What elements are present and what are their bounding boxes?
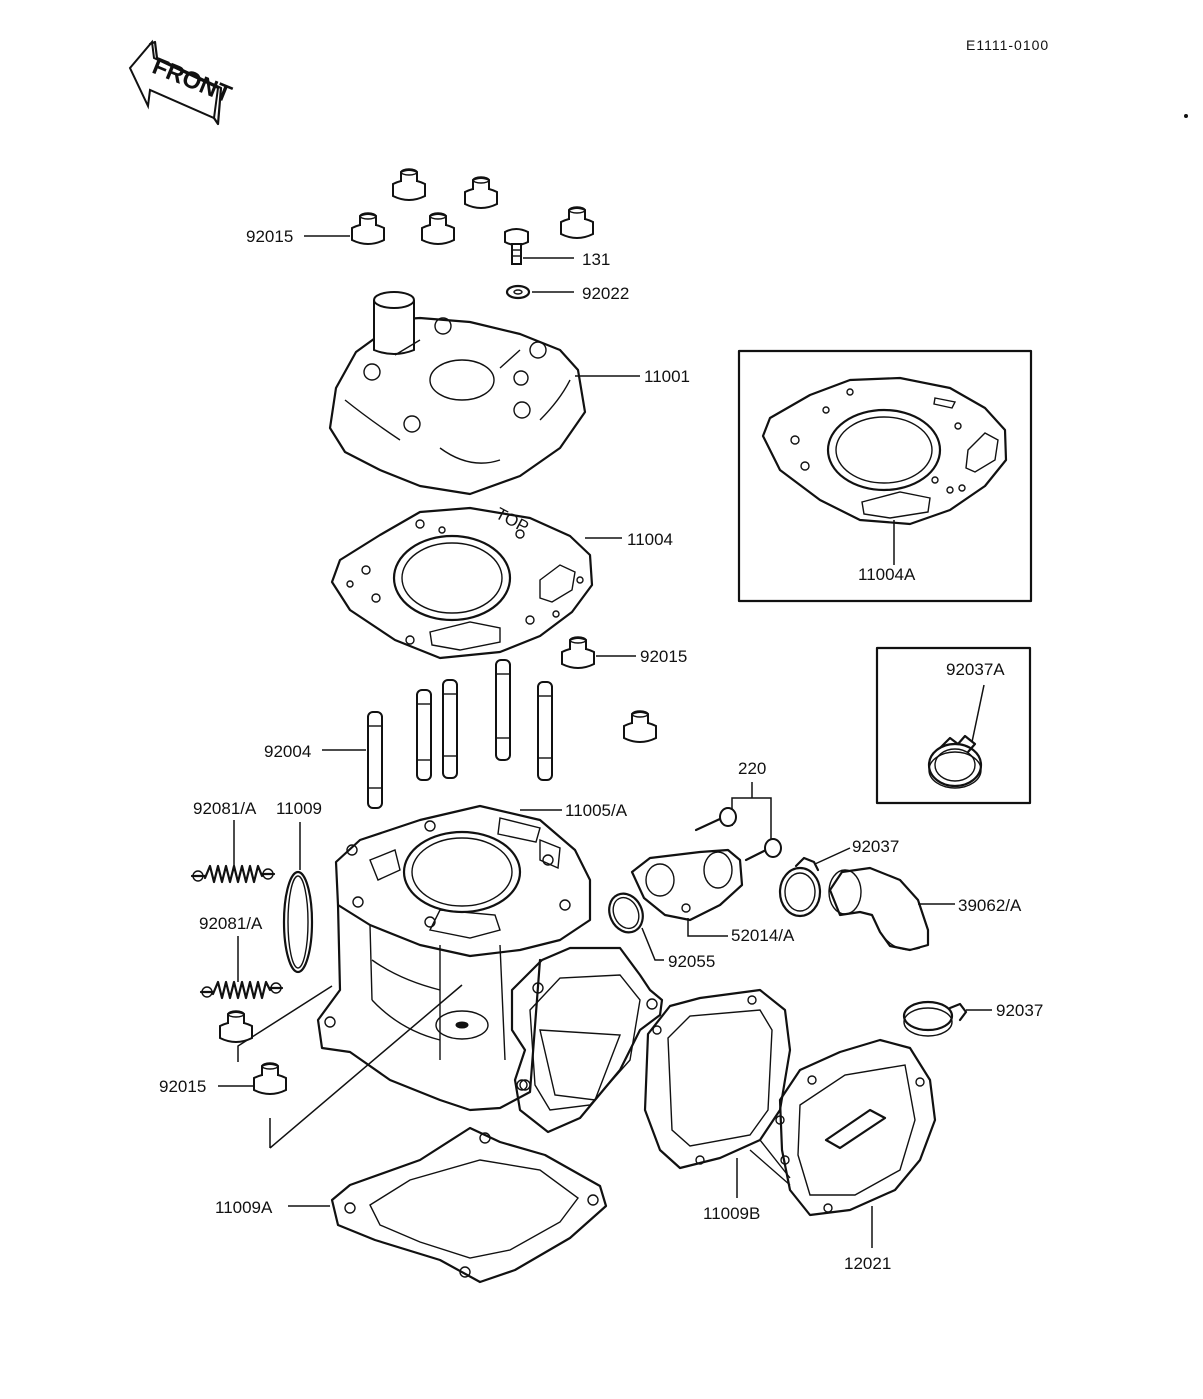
inset-box-11004A <box>737 349 1033 603</box>
cylinder-head-nuts <box>351 168 594 245</box>
label-11005A: 11005/A <box>565 801 628 820</box>
base-gasket <box>330 1126 608 1284</box>
clamp-92037A <box>927 734 983 789</box>
inset-box-92037A <box>875 646 1032 805</box>
label-92037-2: 92037 <box>996 1001 1043 1020</box>
head-gasket-alt <box>761 376 1008 526</box>
diagram-code: E1111-0100 <box>966 37 1049 53</box>
label-11001: 11001 <box>644 367 690 386</box>
label-92037-1: 92037 <box>852 837 899 856</box>
cylinder-block <box>316 804 592 1112</box>
label-92037A: 92037A <box>946 660 1005 679</box>
hose-39062A <box>828 866 930 952</box>
cylinder-head <box>328 291 587 496</box>
spring-92081A-1 <box>190 864 276 884</box>
nut-92015-right <box>623 710 657 743</box>
o-ring-92055 <box>608 892 644 934</box>
spring-92081A-2 <box>199 980 284 1000</box>
label-11009: 11009 <box>276 799 322 818</box>
head-gasket: TOP <box>330 504 594 660</box>
label-92055: 92055 <box>668 952 715 971</box>
nut-92015-low-a <box>219 1010 253 1043</box>
nut-92015-low-b <box>253 1062 287 1095</box>
studs-92004 <box>367 659 553 809</box>
bolt-220-a <box>694 807 737 832</box>
label-92081A-1: 92081/A <box>193 799 257 818</box>
reed-block-12021 <box>749 1038 937 1217</box>
label-220: 220 <box>738 759 766 778</box>
label-92081A-2: 92081/A <box>199 914 263 933</box>
label-11004A: 11004A <box>858 565 916 584</box>
label-92004: 92004 <box>264 742 311 761</box>
reed-gasket-11009B <box>643 988 792 1170</box>
label-11009A: 11009A <box>215 1198 273 1217</box>
label-92015-low: 92015 <box>159 1077 206 1096</box>
bolt-131 <box>504 228 529 265</box>
front-arrow-icon: FRONT <box>128 39 236 126</box>
bolt-220-b <box>744 838 782 862</box>
washer-92022 <box>505 284 531 300</box>
label-11004: 11004 <box>627 530 673 549</box>
label-92022: 92022 <box>582 284 629 303</box>
intake-flange-52014A <box>630 848 744 922</box>
clamp-92037-1 <box>778 856 822 918</box>
label-131: 131 <box>582 250 610 269</box>
label-92015-mid: 92015 <box>640 647 687 666</box>
label-39062A: 39062/A <box>958 896 1022 915</box>
label-11009B: 11009B <box>703 1204 760 1223</box>
gasket-marking: TOP <box>492 504 532 537</box>
o-ring-11009 <box>282 870 314 974</box>
clamp-92037-2 <box>902 1000 968 1037</box>
label-52014A: 52014/A <box>731 926 795 945</box>
reed-valve-housing <box>510 946 664 1134</box>
label-12021: 12021 <box>844 1254 891 1273</box>
stray-dot <box>1184 114 1188 118</box>
nut-92015-mid <box>561 636 595 669</box>
label-92015-top: 92015 <box>246 227 293 246</box>
